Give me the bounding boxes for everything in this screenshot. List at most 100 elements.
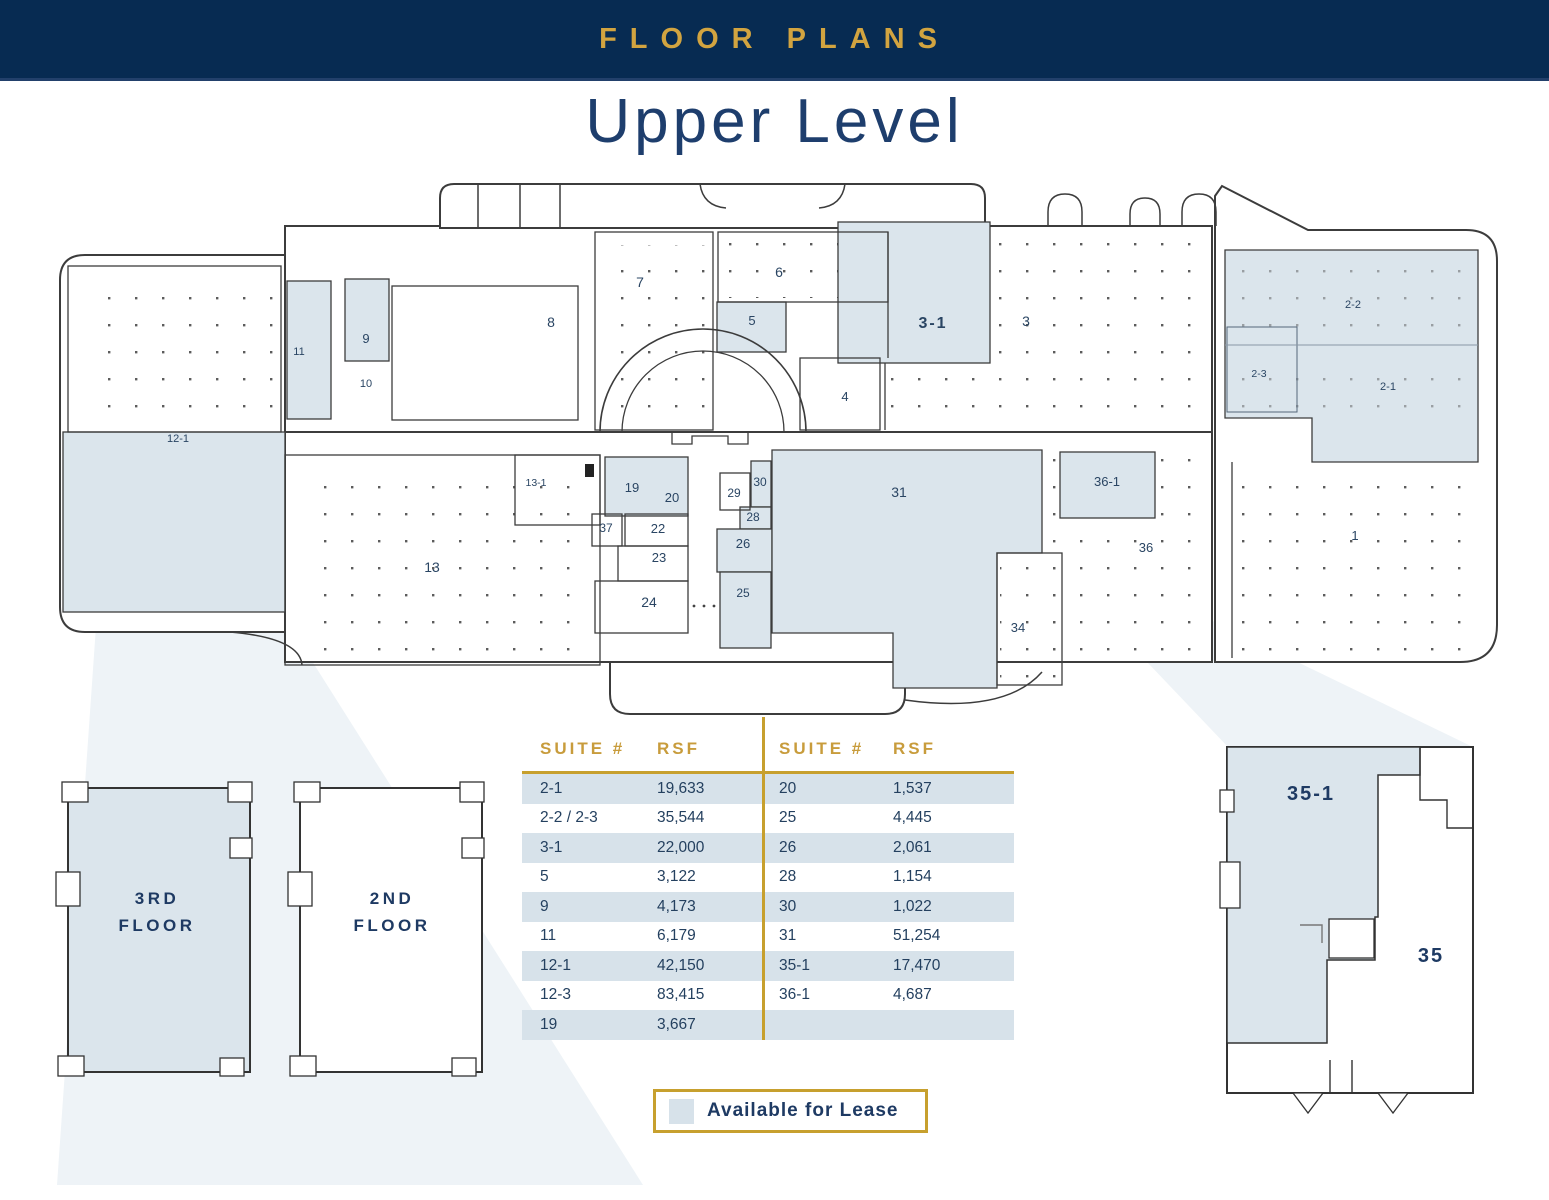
- suite-label-36: 36: [1139, 540, 1153, 555]
- canopy-curves: [229, 183, 1217, 705]
- suite-label-31: 31: [891, 484, 907, 500]
- suite-area-12-1: [62, 431, 286, 613]
- mini-3rd-label-line1: 3RD: [135, 889, 180, 908]
- rsf-cell: 6,179: [657, 927, 696, 945]
- suite-cell: 20: [779, 779, 797, 797]
- header-title: FLOOR PLANS: [599, 22, 950, 55]
- suite-area-25: [719, 571, 772, 649]
- shaded-grid-dots: [1240, 260, 1465, 410]
- suite-cell: 25: [779, 809, 797, 827]
- table-row: 3-1 22,000: [522, 833, 762, 863]
- suite-label-25: 25: [736, 586, 750, 600]
- suite-cell: 19: [540, 1015, 558, 1033]
- suite-label-13-1: 13-1: [525, 477, 546, 489]
- suite-cell: 26: [779, 838, 797, 856]
- table-header-row: SUITE # RSF: [765, 727, 1014, 774]
- suite-label-28: 28: [746, 510, 760, 524]
- rsf-cell: 51,254: [893, 927, 941, 945]
- suite-label-37: 37: [599, 521, 613, 535]
- table-row: 12-3 83,415: [522, 981, 762, 1011]
- suite-column-header: SUITE #: [540, 739, 626, 758]
- suite-area-26: [716, 528, 773, 573]
- suite-label-36-1: 36-1: [1094, 474, 1120, 489]
- suite-cell: 28: [779, 868, 797, 886]
- suite-label-2-1: 2-1: [1380, 381, 1396, 393]
- rsf-cell: 2,061: [893, 838, 932, 856]
- suite-label-22: 22: [651, 521, 665, 536]
- suite-label-20: 20: [665, 490, 679, 505]
- suite-label-4: 4: [841, 389, 848, 404]
- suite-label-2-2: 2-2: [1345, 299, 1361, 311]
- rsf-cell: 3,122: [657, 868, 696, 886]
- table-gold-divider: [762, 717, 765, 1040]
- suite-label-3: 3: [1022, 313, 1030, 329]
- suite-label-12-1: 12-1: [167, 433, 189, 445]
- suite-area-3-1: [837, 221, 991, 364]
- suite-label-8: 8: [547, 314, 555, 330]
- rsf-cell: 4,445: [893, 809, 932, 827]
- table-row: 2-1 19,633: [522, 774, 762, 804]
- mini-2nd-label-line2: FLOOR: [354, 916, 431, 935]
- suite-rsf-table: SUITE # RSF 2-1 19,633 2-2 / 2-3 35,544 3-1 2…: [522, 717, 1014, 1040]
- suite-label-30: 30: [753, 475, 767, 489]
- header-bar: FLOOR PLANS: [0, 0, 1549, 81]
- suite-table-right: SUITE # RSF 20 1,537 25 4,445 26 2,061 28 1,154…: [765, 727, 1014, 1040]
- funnel-to-suite-35: [1006, 514, 1473, 747]
- rsf-cell: 83,415: [657, 986, 705, 1004]
- rsf-cell: 22,000: [657, 838, 705, 856]
- table-row: 20 1,537: [765, 774, 1014, 804]
- table-row: 26 2,061: [765, 833, 1014, 863]
- suite-label-5: 5: [748, 313, 755, 328]
- suite-area-36-1: [1059, 451, 1156, 519]
- suite-labels: 7 8 6 5 4 3-1 3 11 9 10 12-1 13 13-1 19 …: [167, 264, 1396, 635]
- suite-cell: 12-3: [540, 986, 572, 1004]
- suite-label-29: 29: [727, 486, 741, 500]
- rsf-cell: 19,633: [657, 779, 705, 797]
- table-row: 2-2 / 2-3 35,544: [522, 804, 762, 834]
- rsf-cell: 35,544: [657, 809, 705, 827]
- suite-cell: 9: [540, 897, 549, 915]
- mini-plan-3rd-floor: 3RD FLOOR: [55, 781, 253, 1077]
- suite-label-35-1: 35-1: [1287, 783, 1335, 805]
- legend-label: Available for Lease: [707, 1100, 899, 1121]
- table-row: 28 1,154: [765, 863, 1014, 893]
- table-row: 31 51,254: [765, 922, 1014, 952]
- mini-plan-suite-35: 35-1 35: [1219, 746, 1474, 1115]
- suite-cell: 35-1: [779, 956, 811, 974]
- suite-area-9: [344, 278, 390, 362]
- suite-area-31: [771, 449, 1043, 689]
- rsf-cell: 42,150: [657, 956, 705, 974]
- rsf-cell: 1,022: [893, 897, 932, 915]
- table-row: 12-1 42,150: [522, 951, 762, 981]
- suite-label-35: 35: [1418, 945, 1444, 967]
- suite-cell: 31: [779, 927, 797, 945]
- suite-label-2-3: 2-3: [1251, 368, 1266, 380]
- suite-cell: 11: [540, 927, 557, 945]
- rsf-cell: 4,173: [657, 897, 696, 915]
- suite-label-13: 13: [424, 559, 440, 575]
- mini-plan-2nd-floor: 2ND FLOOR: [287, 781, 485, 1077]
- suite-table-left: SUITE # RSF 2-1 19,633 2-2 / 2-3 35,544 3-1 2…: [522, 727, 762, 1040]
- suite-label-23: 23: [652, 550, 666, 565]
- suite-label-6: 6: [775, 264, 783, 280]
- suite-label-11: 11: [293, 346, 304, 358]
- suite-label-7: 7: [636, 274, 644, 290]
- suite-cell: 2-2 / 2-3: [540, 809, 598, 827]
- suite-cell: 2-1: [540, 779, 563, 797]
- suite-cell: 3-1: [540, 838, 563, 856]
- suite-area-5: [716, 301, 787, 353]
- suite-cell: 36-1: [779, 986, 811, 1004]
- table-row: [765, 1010, 1014, 1040]
- rsf-cell: 1,154: [893, 868, 932, 886]
- suite-cell: 12-1: [540, 956, 572, 974]
- table-header-row: SUITE # RSF: [522, 727, 762, 774]
- rsf-cell: 1,537: [893, 779, 932, 797]
- rsf-column-header: RSF: [893, 739, 936, 758]
- suite-label-3-1: 3-1: [918, 315, 947, 332]
- mini-2nd-label-line1: 2ND: [370, 889, 415, 908]
- suite-label-24: 24: [641, 594, 657, 610]
